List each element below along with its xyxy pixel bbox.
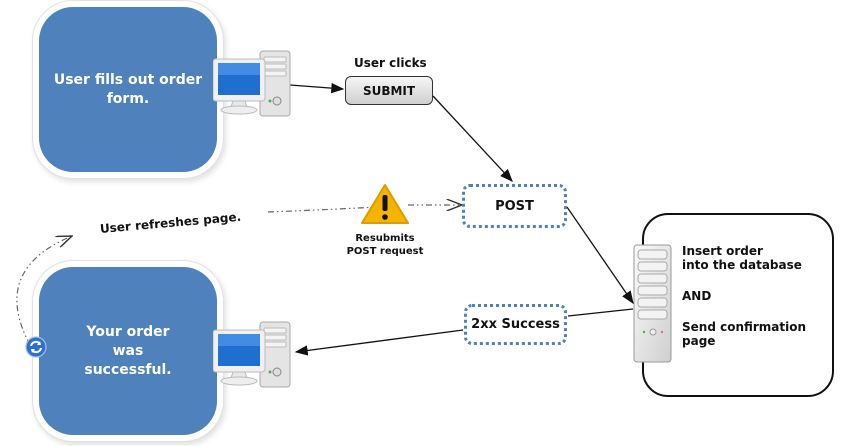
server-text-line-4: Send confirmation bbox=[682, 320, 807, 334]
server-text-line-2: into the database bbox=[682, 258, 802, 272]
submit-button[interactable]: SUBMIT bbox=[345, 76, 433, 105]
arrow-post-to-server bbox=[566, 206, 634, 305]
server-process-box bbox=[642, 213, 834, 397]
arrow-submit-to-post bbox=[432, 95, 513, 182]
order-success-text-1: Your order bbox=[86, 323, 170, 340]
arrow-success-to-pc bbox=[294, 329, 464, 356]
order-form-text-2: form. bbox=[106, 90, 150, 107]
order-form-box: User fills out order form. bbox=[39, 7, 217, 172]
computer-icon bbox=[213, 321, 291, 388]
order-form-text-1: User fills out order bbox=[53, 71, 203, 88]
line-server-to-success bbox=[567, 308, 634, 317]
computer-icon bbox=[213, 50, 291, 117]
arrow-pc-to-submit bbox=[289, 82, 345, 94]
refresh-loop-line bbox=[16, 236, 72, 346]
user-clicks-caption: User clicks bbox=[354, 56, 427, 70]
order-success-box: Your order was successful. bbox=[39, 267, 217, 435]
server-text-line-5: page bbox=[682, 334, 716, 348]
post-request-box: POST bbox=[462, 184, 567, 228]
server-text-line-1: Insert order bbox=[682, 244, 763, 258]
warning-caption-line-2: POST request bbox=[346, 246, 424, 257]
refresh-icon[interactable] bbox=[25, 336, 47, 358]
success-response-box: 2xx Success bbox=[464, 304, 567, 345]
warning-icon bbox=[361, 184, 409, 224]
order-success-text-3: successful. bbox=[84, 361, 172, 378]
order-success-text-2: was bbox=[112, 342, 144, 359]
server-process-text: Insert order into the database AND Send … bbox=[682, 244, 806, 348]
warning-caption: Resubmits POST request bbox=[345, 232, 425, 258]
server-text-line-3: AND bbox=[682, 289, 712, 303]
server-icon bbox=[633, 244, 672, 363]
warning-caption-line-1: Resubmits bbox=[355, 233, 415, 244]
